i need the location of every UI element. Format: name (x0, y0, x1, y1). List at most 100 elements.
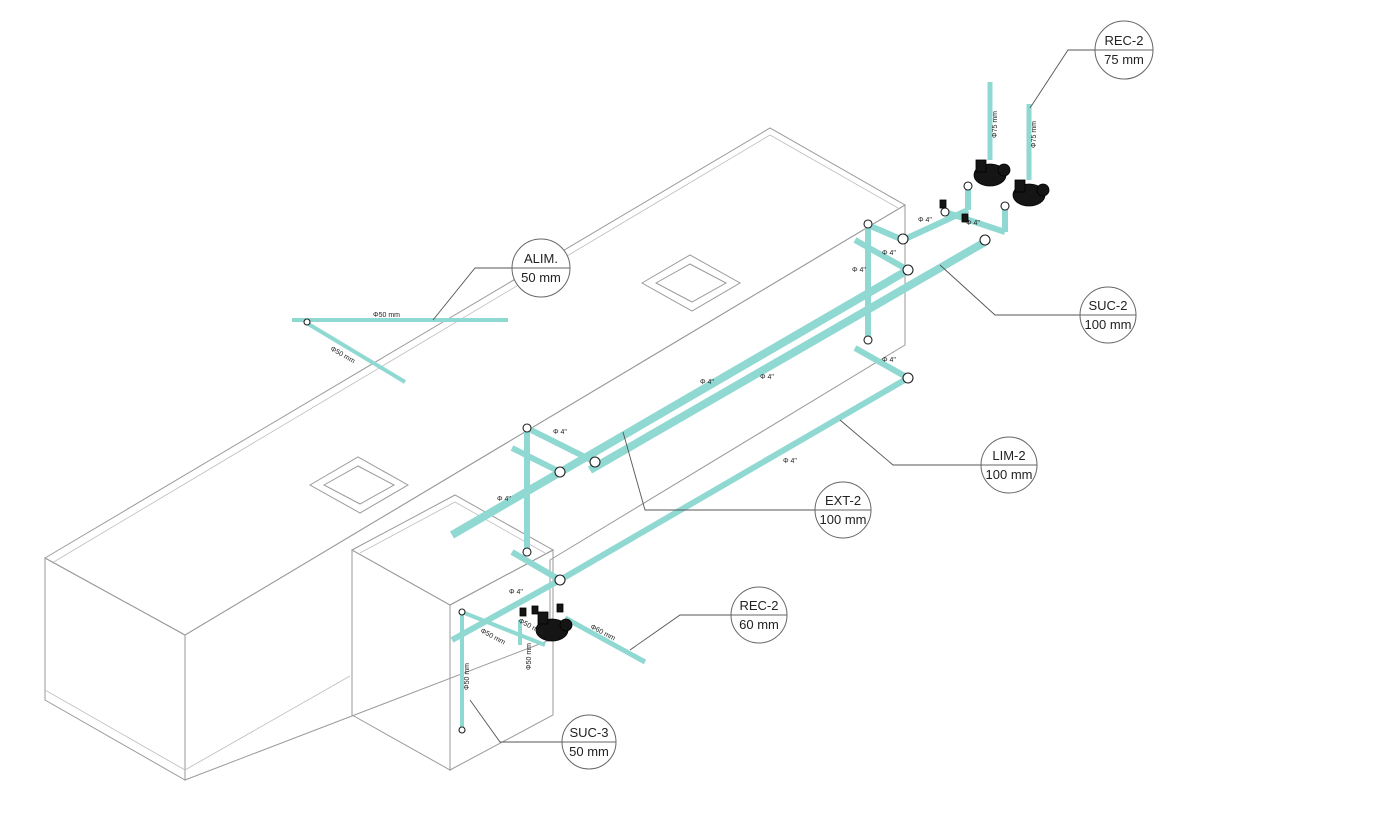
hatch-lower (308, 456, 410, 514)
leader-suc3 (469, 699, 562, 743)
hatch-upper (640, 254, 742, 312)
riser-527-bottom-link (510, 549, 562, 583)
slab-front (44, 557, 186, 781)
dim-suc3-riser: Φ50 mm (464, 663, 471, 690)
valve-icon (961, 213, 969, 223)
alim-pipe-diagonal (303, 320, 407, 384)
dim-phi4: Φ 4" (700, 379, 714, 386)
elbow-fitting (458, 608, 466, 616)
dim-phi4: Φ 4" (852, 267, 866, 274)
tag-name: REC-2 (739, 598, 778, 613)
tag-rec2-bottom: REC-2 60 mm (730, 586, 788, 644)
suc2-main-pipe (588, 238, 987, 474)
dim-phi4: Φ 4" (783, 458, 797, 465)
tag-size: 75 mm (1104, 52, 1144, 67)
pump-upper-right (1012, 179, 1050, 207)
tag-alim: ALIM. 50 mm (511, 238, 571, 298)
dim-phi4: Φ 4" (509, 589, 523, 596)
tank-side (449, 549, 554, 771)
leader-suc2 (939, 264, 1080, 316)
riser-527-top-link (525, 425, 597, 465)
tag-size: 100 mm (1085, 317, 1132, 332)
pump-lower (535, 611, 573, 642)
dim-phi4: Φ 4" (882, 357, 896, 364)
building-outline (43, 127, 906, 781)
dim-suc3-drop: Φ50 mm (526, 643, 533, 670)
valves (519, 199, 969, 617)
valve-icon (939, 199, 947, 209)
elbow-fitting (522, 547, 532, 557)
elbow-fitting (458, 726, 466, 734)
elbow-fitting (902, 372, 914, 384)
leader-ext2 (622, 431, 815, 511)
tank-front (351, 549, 451, 771)
tag-suc2: SUC-2 100 mm (1079, 286, 1137, 344)
lim2-main-pipe (558, 375, 910, 583)
dim-phi4: Φ 4" (497, 496, 511, 503)
elbow-fitting (1000, 201, 1010, 211)
pumps (519, 159, 1050, 642)
valve-icon (531, 605, 539, 615)
tee-fitting (303, 318, 311, 326)
elbow-fitting (897, 233, 909, 245)
slab-front-inner (44, 689, 186, 771)
fittings (303, 181, 1010, 734)
valve-icon (556, 603, 564, 613)
tag-name: SUC-3 (569, 725, 608, 740)
tag-ext2: EXT-2 100 mm (814, 481, 872, 539)
leader-lines (432, 49, 1095, 743)
elbow-fitting (863, 335, 873, 345)
tag-size: 100 mm (986, 467, 1033, 482)
elbow-fitting (589, 456, 601, 468)
elbow-fitting (522, 423, 532, 433)
slab-side-inner (184, 675, 351, 771)
tag-name: LIM-2 (992, 448, 1025, 463)
dim-phi4: Φ 4" (918, 217, 932, 224)
riser-868-top-link (866, 222, 905, 243)
tag-name: ALIM. (524, 251, 558, 266)
lower-header-pipe (450, 577, 562, 643)
dim-alim-horizontal: Φ50 mm (373, 312, 400, 319)
leader-lim2 (839, 419, 982, 466)
tag-name: SUC-2 (1088, 298, 1127, 313)
elbow-fitting (554, 466, 566, 478)
rec2-60-outlet-pipe (563, 615, 647, 665)
pump-upper-left (973, 159, 1011, 187)
pipes (292, 82, 1032, 730)
dim-rec2-left: Φ75 mm (992, 111, 999, 138)
leader-rec2-top (1029, 49, 1095, 109)
slab-top-inner (51, 134, 899, 564)
tank-top-inner (359, 501, 546, 554)
tag-lim2: LIM-2 100 mm (980, 436, 1038, 494)
dim-phi4: Φ 4" (882, 250, 896, 257)
tag-rec2-top: REC-2 75 mm (1094, 20, 1154, 80)
leader-rec2-bottom (629, 614, 732, 651)
lim2-top-stub (853, 345, 910, 381)
elbow-fitting (979, 234, 991, 246)
elbow-fitting (963, 181, 973, 191)
dim-phi4: Φ 4" (760, 374, 774, 381)
elbow-fitting (902, 264, 914, 276)
dim-phi4: Φ 4" (553, 429, 567, 436)
elbow-fitting (940, 207, 950, 217)
dim-rec2-right: Φ75 mm (1031, 121, 1038, 148)
slab-side (184, 204, 906, 781)
slab-top (43, 127, 906, 636)
tag-suc3: SUC-3 50 mm (561, 714, 617, 770)
riser-868-branch (853, 237, 910, 273)
elbow-fitting (863, 219, 873, 229)
tag-size: 60 mm (739, 617, 779, 632)
riser-527-branch (510, 445, 562, 475)
dim-suc3-header: Φ50 mm (479, 628, 506, 647)
valve-icon (519, 607, 527, 617)
leader-alim (432, 267, 512, 321)
tag-size: 100 mm (820, 512, 867, 527)
tag-size: 50 mm (521, 270, 561, 285)
tag-name: EXT-2 (825, 493, 861, 508)
dim-phi4: Φ 4" (966, 220, 980, 227)
elbow-fitting (554, 574, 566, 586)
tag-name: REC-2 (1104, 33, 1143, 48)
pump-b-link (944, 209, 1006, 235)
